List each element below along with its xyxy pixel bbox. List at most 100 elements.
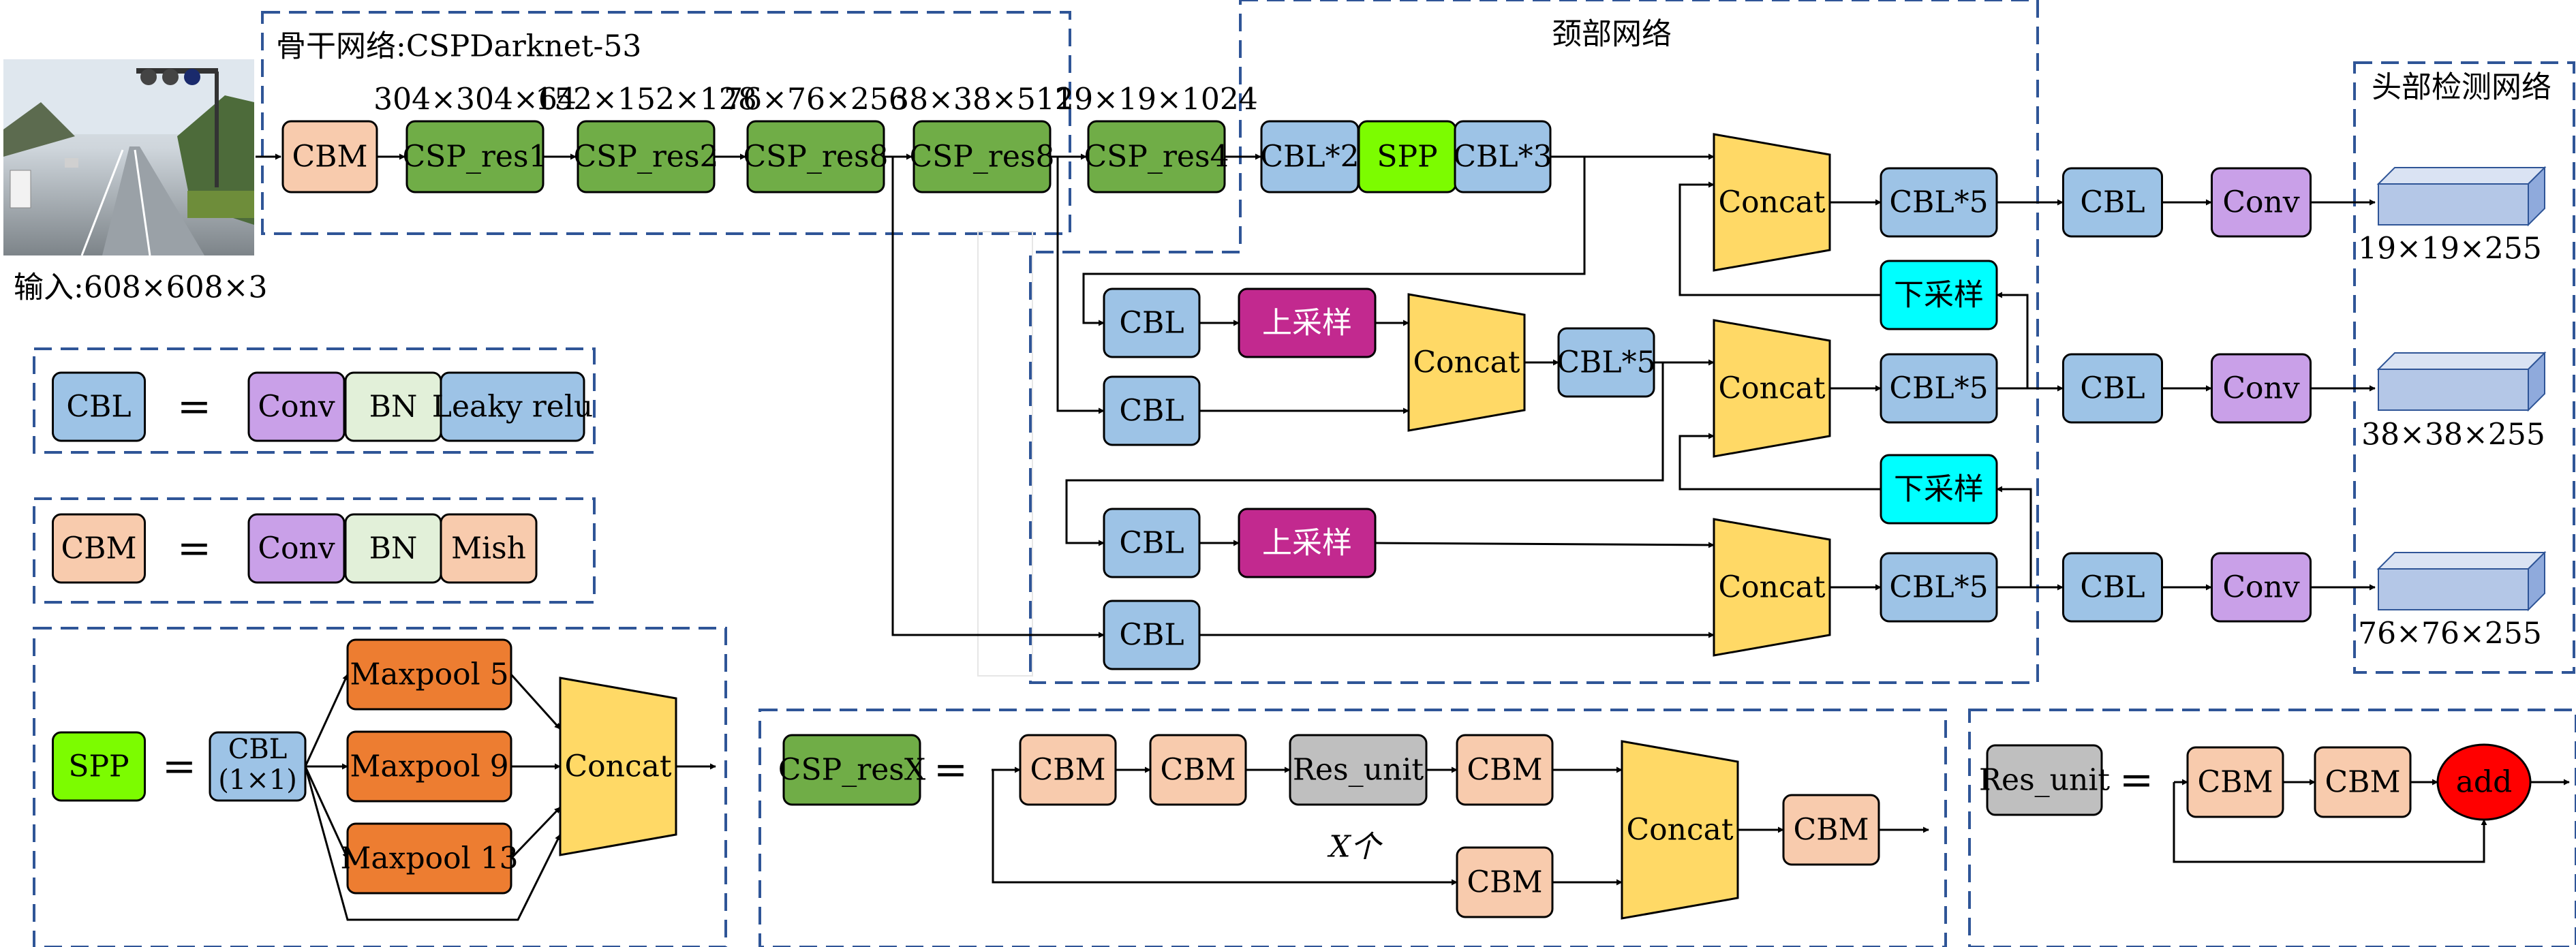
- neck-cbl5-top-label: CBL*5: [1889, 185, 1988, 220]
- backbone-csp-res4: CSP_res4: [1084, 120, 1229, 193]
- arrow-upsample2-concat-bottom: [1375, 542, 1715, 548]
- backbone-frame: [261, 11, 1071, 235]
- neck-title: 颈部网络: [1552, 17, 1672, 52]
- legend-cbl-conv: Conv: [247, 371, 346, 442]
- neck-cbl5-mid-label: CBL*5: [1889, 371, 1988, 406]
- legend-spp-label: SPP: [68, 749, 129, 784]
- legend-cbm-label: CBM: [61, 531, 136, 566]
- neck-concat-mid-left: Concat: [1407, 293, 1526, 432]
- legend-cbm-bn: BN: [344, 513, 442, 584]
- head-cbl-2: CBL: [2062, 353, 2163, 424]
- legend-spp-cbl-label: CBL: [228, 734, 288, 765]
- output-tensor-38: [2376, 351, 2547, 412]
- legend-cbl-label: CBL: [66, 390, 131, 424]
- legend-csp-concat: Concat: [1621, 740, 1739, 920]
- head-frame: [2353, 61, 2575, 674]
- neck-cbl-up1: CBL: [1103, 288, 1201, 358]
- legend-csp-cbm-out-label: CBM: [1793, 813, 1869, 848]
- arrow-cbl3-cbl-up1: [1082, 157, 1586, 326]
- legend-cbl-leaky: Leaky relu: [432, 371, 593, 442]
- legend-res-cbm-2: CBM: [2314, 746, 2412, 818]
- connections: [256, 153, 2570, 921]
- backbone-csp-res2: CSP_res2: [573, 120, 719, 193]
- backbone-csp-res8-b-label: CSP_res8: [909, 140, 1054, 174]
- cbl-def-frame: [33, 347, 596, 454]
- legend-csp-cbm-4-label: CBM: [1467, 865, 1542, 900]
- csp-def-frame: [758, 709, 1947, 947]
- output-label-19: 19×19×255: [2358, 232, 2542, 266]
- backbone-csp-res1-label: CSP_res1: [402, 140, 547, 174]
- legend-cbm-mish-label: Mish: [451, 531, 526, 566]
- neck-spp: SPP: [1358, 120, 1457, 193]
- legend-cbm-equals: =: [177, 525, 211, 572]
- head-title: 头部检测网络: [2372, 70, 2551, 105]
- legend-csp-resx: CSP_resX: [778, 734, 926, 806]
- feature-size-1: 304×304×64: [373, 82, 577, 117]
- input-image: [3, 59, 254, 256]
- legend-res-equals: =: [2119, 756, 2153, 804]
- head-conv-1-label: Conv: [2222, 185, 2299, 220]
- arrow-res8-cbl-lat2: [891, 157, 1105, 638]
- backbone-csp-res2-label: CSP_res2: [573, 140, 718, 174]
- arrow-res-shortcut: [2173, 782, 2487, 863]
- head-cbl-3-label: CBL: [2080, 570, 2145, 605]
- neck-concat-bottom: Concat: [1713, 518, 1831, 657]
- neck-concat-mid: Concat: [1713, 319, 1831, 458]
- backbone-csp-res1: CSP_res1: [402, 120, 548, 193]
- neck-cbl5-mid-left: CBL*5: [1557, 327, 1656, 398]
- feature-size-5: 19×19×1024: [1055, 82, 1258, 117]
- legend-csp-cbm-4: CBM: [1456, 846, 1554, 918]
- legend-spp-concat-label: Concat: [564, 749, 671, 784]
- legend-cbm-conv: Conv: [247, 513, 346, 584]
- legend-csp-cbm-3: CBM: [1456, 734, 1554, 806]
- legend-csp-cbm-2: CBM: [1149, 734, 1247, 806]
- neck-cbl5-bottom-label: CBL*5: [1889, 570, 1988, 605]
- head-cbl-2-label: CBL: [2080, 371, 2145, 406]
- neck-cbl5-bottom: CBL*5: [1880, 552, 1998, 623]
- head-conv-3: Conv: [2211, 552, 2312, 623]
- neck-upsample-2: 上采样: [1238, 508, 1377, 578]
- group-frames: [33, 0, 2576, 947]
- neck-cbl2: CBL*2: [1260, 120, 1360, 193]
- legend-csp-equals: =: [934, 746, 968, 794]
- arrow-spp-cbl-mp5: [304, 674, 349, 767]
- legend-cbl-bn: BN: [344, 371, 442, 442]
- legend-csp-cbm-out: CBM: [1782, 794, 1880, 866]
- legend-maxpool-5: Maxpool 5: [346, 638, 512, 711]
- neck-cbl3-label: CBL*3: [1453, 140, 1552, 174]
- feature-size-3: 76×76×256: [724, 82, 908, 117]
- neck-frame: [1029, 0, 2039, 684]
- neck-concat-bottom-label: Concat: [1718, 570, 1825, 605]
- neck-cbl-lat2: CBL: [1103, 600, 1201, 670]
- neck-cbl3: CBL*3: [1453, 120, 1552, 193]
- legend-res-unit: Res_unit: [1979, 744, 2110, 816]
- legend-res-unit-label: Res_unit: [1979, 763, 2110, 798]
- legend-cbm-conv-label: Conv: [258, 531, 335, 566]
- backbone-csp-res8-a-label: CSP_res8: [743, 140, 888, 174]
- legend-res-add: [2436, 743, 2532, 821]
- neck-upsample-1: 上采样: [1238, 288, 1377, 358]
- legend-csp-cbm-3-label: CBM: [1467, 753, 1542, 788]
- cbm-def-frame: [33, 497, 596, 604]
- feature-size-4: 38×38×512: [890, 82, 1074, 117]
- arrow-csp-branch: [992, 770, 1458, 886]
- arrow-cbl5-bottom-downsample: [1996, 486, 2032, 589]
- output-tensor-76: [2376, 550, 2547, 612]
- neck-cbl5-mid: CBL*5: [1880, 353, 1998, 424]
- legend-res-cbm-1-label: CBM: [2197, 765, 2273, 800]
- neck-cbl-lat2-label: CBL: [1119, 618, 1184, 653]
- arrow-cbl5-mid-downsample: [1996, 292, 2029, 390]
- legend-cbl-bn-label: BN: [369, 390, 418, 424]
- neck-cbl5-mid-left-label: CBL*5: [1557, 345, 1655, 380]
- arrow-cbl5-cbl-up2: [1065, 362, 1664, 546]
- legend-cbl-equals: =: [177, 383, 211, 431]
- legend-maxpool-13: Maxpool 13: [340, 822, 519, 895]
- legend-cbl: CBL: [52, 371, 146, 442]
- legend-csp-resx-label: CSP_resX: [778, 753, 926, 788]
- legend-spp: SPP: [52, 731, 146, 802]
- neck-concat-mid-label: Concat: [1718, 371, 1825, 406]
- backbone-csp-res4-label: CSP_res4: [1084, 140, 1229, 174]
- neck-downsample-mid-label: 下采样: [1894, 472, 1984, 507]
